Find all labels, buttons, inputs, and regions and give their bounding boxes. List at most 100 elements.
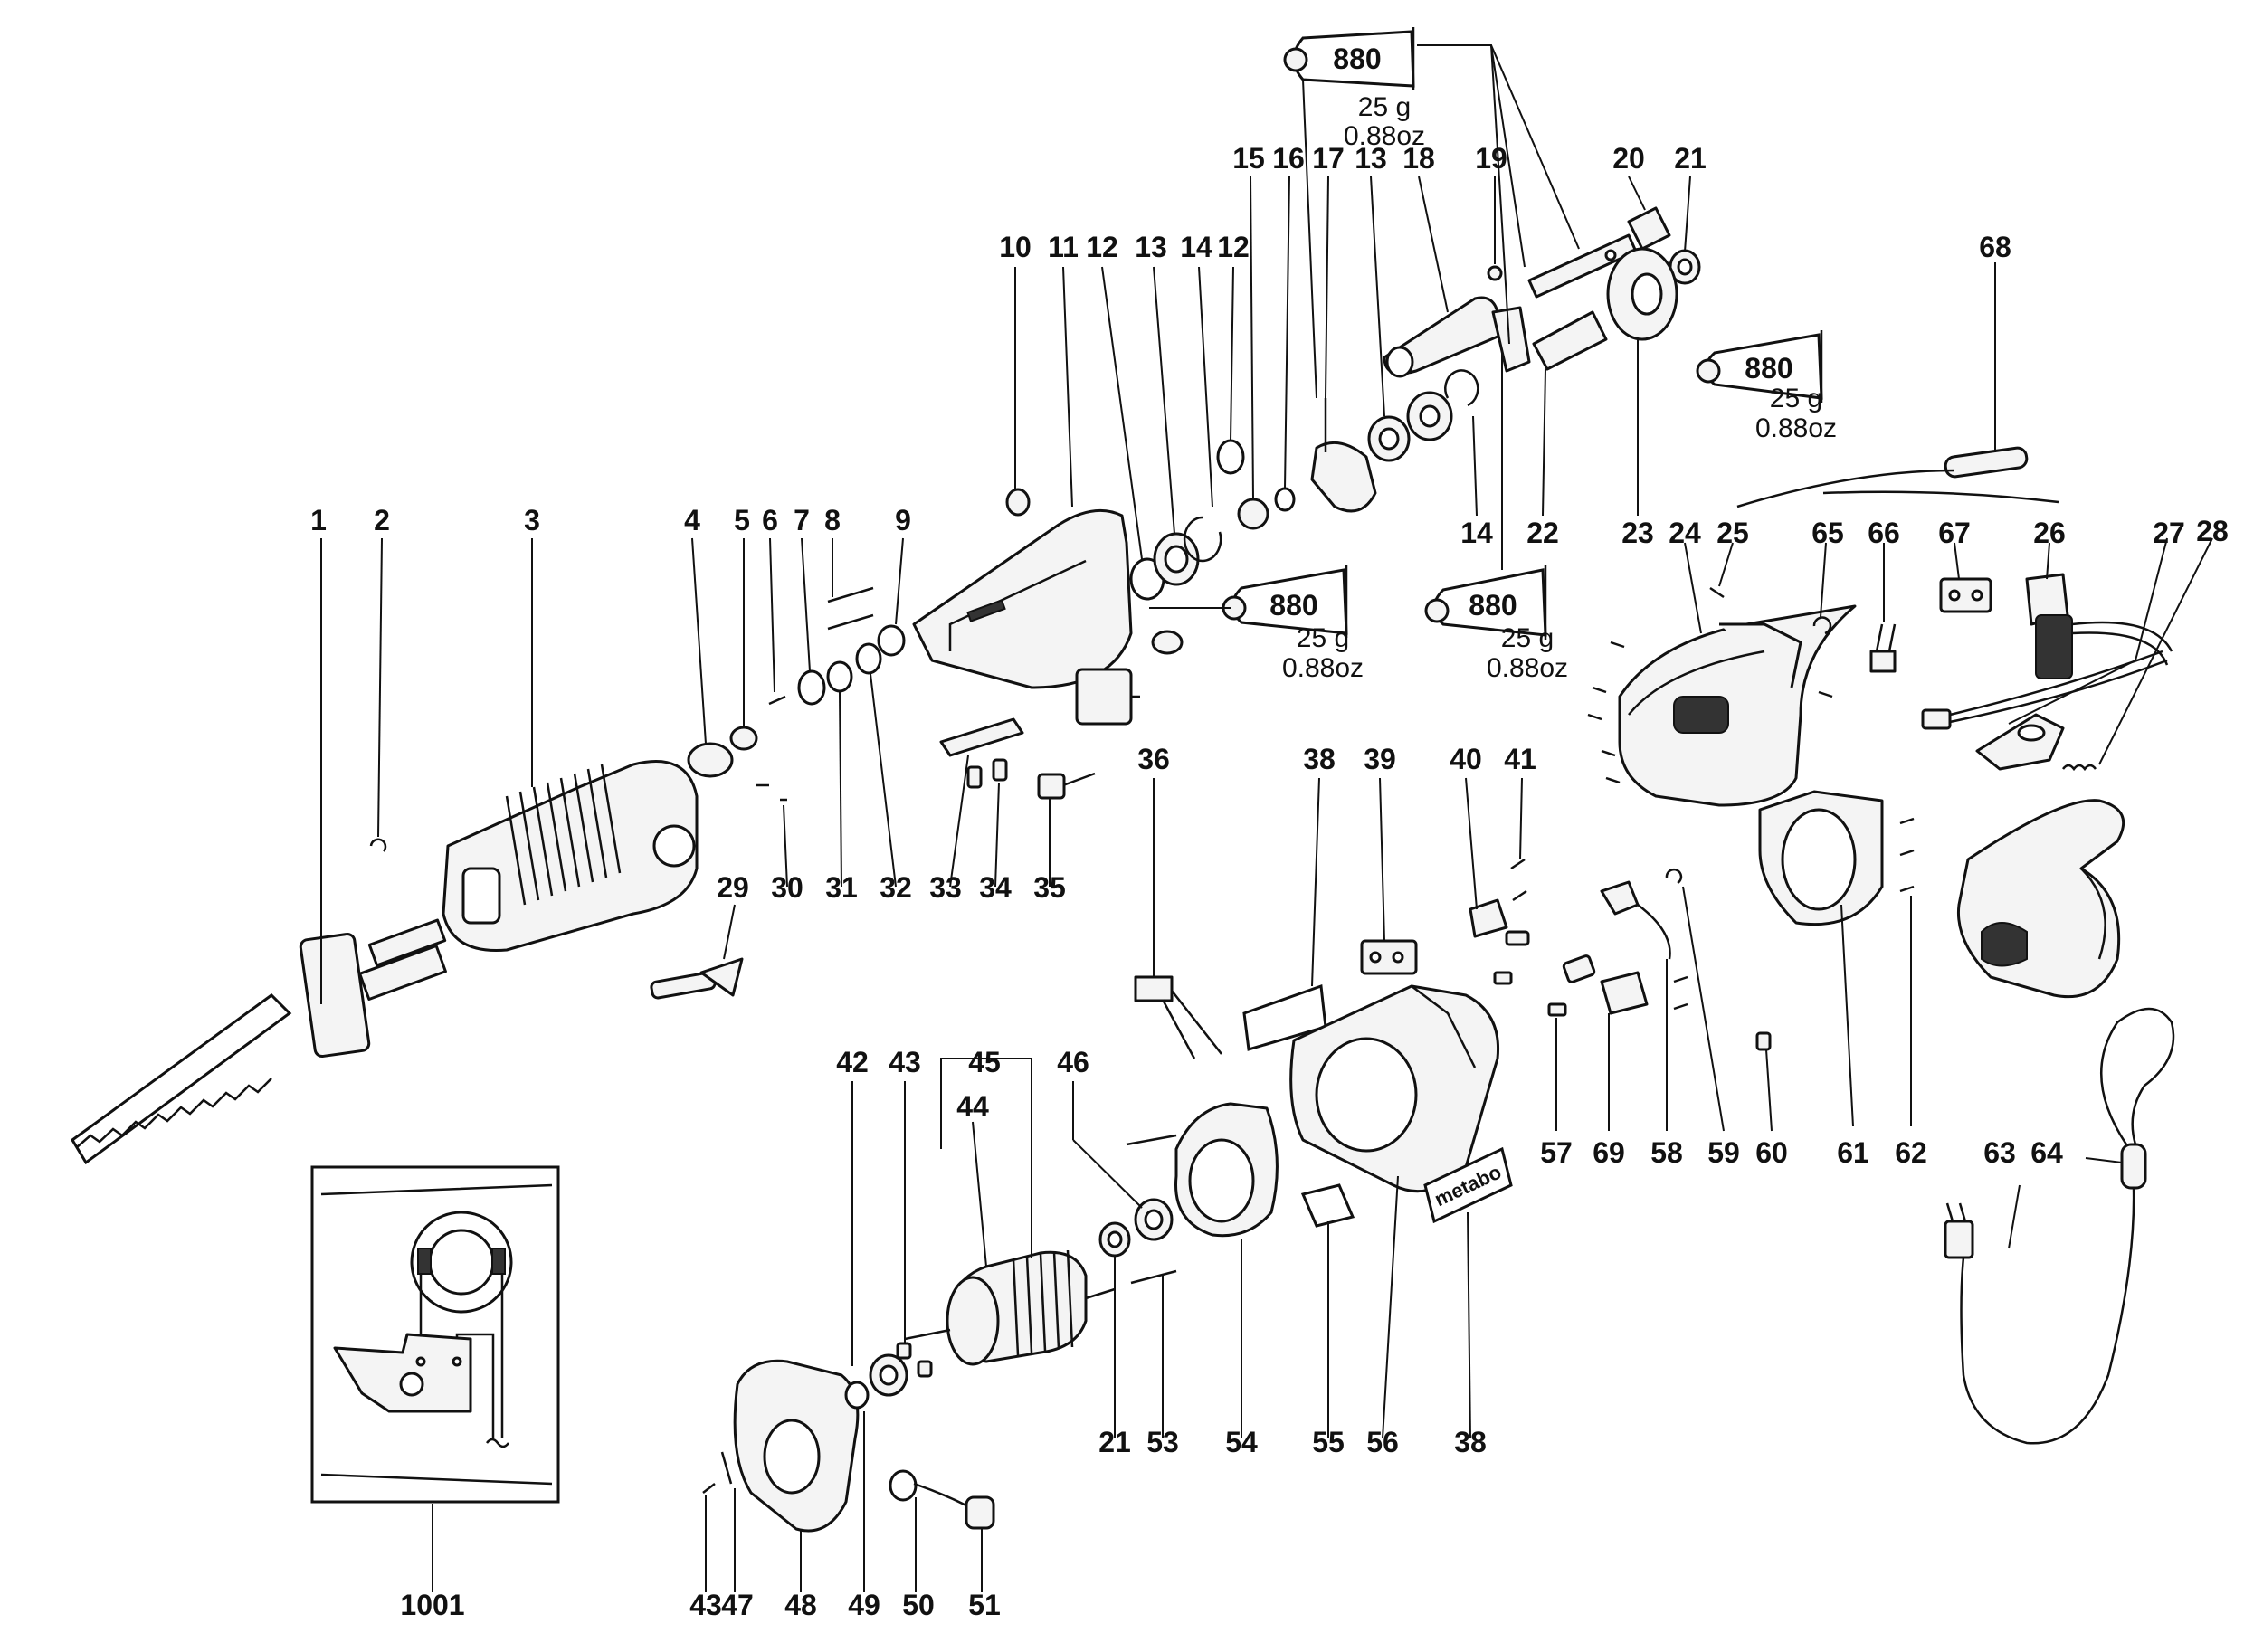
- gear-housing-upper-11: [912, 266, 1184, 726]
- part-label: 14: [1460, 517, 1493, 549]
- part-label: 1001: [400, 1589, 464, 1621]
- washer-32: [855, 642, 897, 888]
- part-label: 66: [1868, 517, 1900, 549]
- power-cord-63-64: [1944, 1007, 2175, 1445]
- part-label: 36: [1137, 743, 1170, 775]
- part-label: 21: [1674, 142, 1707, 175]
- plunger-20: [1527, 176, 1671, 299]
- screws-62: [1899, 817, 1915, 1126]
- screw-43: [896, 1081, 933, 1378]
- part-label: 68: [1979, 231, 2011, 263]
- part-label: 58: [1650, 1136, 1683, 1169]
- screw-60: [1755, 1031, 1773, 1132]
- part-label: 13: [1355, 142, 1387, 175]
- part-label: 1: [310, 504, 327, 536]
- clip-59: [1665, 868, 1725, 1132]
- grease-tube-2: 880 25 g 0.88oz: [1696, 330, 1837, 443]
- sleeve-18: [1383, 176, 1531, 378]
- grease-tube-3-code: 880: [1269, 589, 1317, 622]
- screw-6: [768, 537, 786, 706]
- motor-housing-56: [1289, 984, 1500, 1439]
- part-label: 65: [1811, 517, 1844, 549]
- washer-49: [844, 1381, 870, 1592]
- part-label: 4: [684, 504, 700, 536]
- part-label: 12: [1086, 231, 1118, 263]
- wiring-diagram-1001: [310, 1165, 560, 1592]
- bearing-13b: [1367, 176, 1453, 462]
- part-label: 43: [689, 1589, 722, 1621]
- grease-tube-4-mass: 25 g: [1501, 623, 1554, 653]
- part-label: 54: [1225, 1426, 1258, 1458]
- end-cap-48: [733, 1359, 860, 1592]
- part-label: 62: [1895, 1136, 1927, 1169]
- bushing-4: [687, 537, 734, 778]
- part-number-labels: 1 2 3 4 5 6 7 8 9 10 11 12 13 14 12 15 1…: [310, 142, 2229, 1621]
- terminal-39: [1360, 777, 1418, 975]
- part-label: 47: [721, 1589, 754, 1621]
- part-label: 20: [1612, 142, 1645, 175]
- part-label: 30: [771, 871, 803, 904]
- carbon-brush-69: [1562, 954, 1649, 1131]
- part-label: 12: [1217, 231, 1250, 263]
- grease-tube-1: 880 25 g 0.88oz: [1283, 27, 1580, 399]
- part-label: 67: [1938, 517, 1971, 549]
- terminal-block-67: [1939, 542, 1992, 613]
- washer-31: [826, 660, 853, 888]
- capacitor-66: [1869, 543, 1897, 673]
- part-label: 10: [999, 231, 1032, 263]
- washer-12: [1216, 266, 1245, 475]
- part-label: 40: [1450, 743, 1482, 775]
- part-label: 14: [1180, 231, 1212, 263]
- probe-68: [1736, 262, 2059, 508]
- part-label: 45: [968, 1046, 1001, 1078]
- handle-shell-24: [1618, 542, 1857, 807]
- bolt-35: [1037, 772, 1096, 887]
- part-label: 26: [2033, 517, 2066, 549]
- cable-clamp-36: [1134, 778, 1222, 1059]
- screws-34: [966, 758, 1008, 888]
- spring-28: [2062, 537, 2213, 772]
- part-label: 25: [1716, 517, 1749, 549]
- part-label: 60: [1755, 1136, 1788, 1169]
- gear-housing: [442, 538, 699, 952]
- part-label: 8: [824, 504, 841, 536]
- guide-plate-33: [939, 717, 1024, 888]
- part-label: 7: [794, 504, 810, 536]
- part-label: 32: [880, 871, 912, 904]
- bearing-13: [1153, 266, 1200, 586]
- part-label: 38: [1303, 743, 1336, 775]
- switch-26: [2025, 542, 2173, 679]
- ball-19: [1487, 176, 1503, 281]
- part-label: 2: [374, 504, 390, 536]
- motor-shield-61: [1758, 790, 1884, 1127]
- part-label: 53: [1146, 1426, 1179, 1458]
- part-label: 63: [1983, 1136, 2016, 1169]
- part-label: 55: [1312, 1426, 1345, 1458]
- grease-tube-3: 880 25 g 0.88oz: [1149, 565, 1364, 683]
- spring-47: [720, 1451, 736, 1592]
- grease-tube-2-mass-imperial: 0.88oz: [1755, 413, 1837, 443]
- ring-14: [1183, 266, 1222, 563]
- bearing-46: [1072, 1081, 1174, 1241]
- part-label: 15: [1232, 142, 1265, 175]
- grease-tube-1-code: 880: [1333, 43, 1381, 75]
- label-38: [1242, 777, 1327, 1051]
- grease-tube-1-mass-imperial: 0.88oz: [1344, 121, 1425, 151]
- part-label: 13: [1135, 231, 1167, 263]
- part-label: 41: [1504, 743, 1536, 775]
- part-label: 51: [968, 1589, 1001, 1621]
- rear-handle: [1956, 799, 2125, 999]
- brand-label-38: metabo: [1423, 1146, 1513, 1439]
- part-label: 29: [717, 871, 749, 904]
- part-label: 59: [1707, 1136, 1740, 1169]
- part-label: 6: [762, 504, 778, 536]
- part-label: 11: [1048, 231, 1079, 263]
- bearing-21b: [1098, 1221, 1131, 1438]
- part-label: 61: [1837, 1136, 1869, 1169]
- part-label: 42: [836, 1046, 869, 1078]
- label-55: [1300, 1183, 1355, 1438]
- grease-tube-2-code: 880: [1745, 352, 1792, 385]
- bearing-21: [1669, 176, 1701, 285]
- part-label: 16: [1272, 142, 1305, 175]
